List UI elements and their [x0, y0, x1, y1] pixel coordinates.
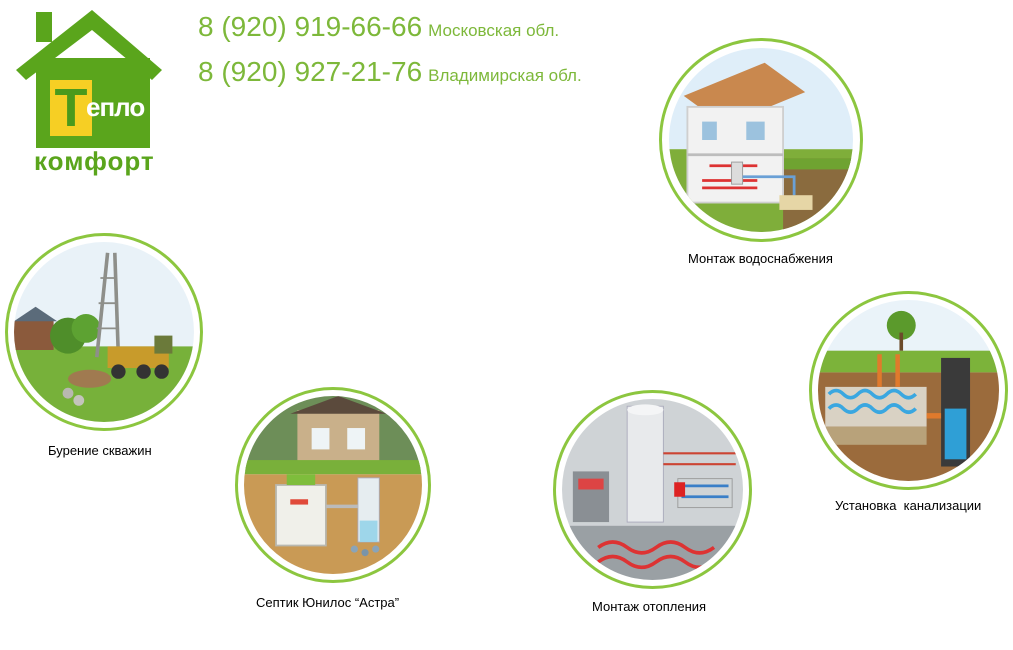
logo-word-top: епло [86, 92, 145, 122]
region-label: Московская обл. [428, 21, 560, 40]
well-drilling-image [14, 242, 194, 422]
heating-installation-image [562, 399, 743, 580]
service-label[interactable]: Монтаж водоснабжения [688, 251, 833, 266]
contact-vladimir: 8 (920) 927-21-76 Владимирская обл. [198, 55, 582, 89]
phone-number[interactable]: 8 (920) 927-21-76 [198, 56, 423, 87]
service-label[interactable]: Установка канализации [835, 498, 982, 513]
contact-moscow: 8 (920) 919-66-66 Московская обл. [198, 10, 559, 44]
water-supply-image [669, 48, 853, 232]
service-label[interactable]: Бурение скважин [48, 443, 152, 458]
region-label: Владимирская обл. [428, 66, 582, 85]
septic-tank-image [244, 396, 422, 574]
site-logo[interactable]: Т епло комфорт [12, 6, 162, 178]
phone-number[interactable]: 8 (920) 919-66-66 [198, 11, 423, 42]
logo-letter: Т [50, 80, 92, 136]
service-label[interactable]: Септик Юнилос “Астра” [256, 595, 400, 610]
service-label[interactable]: Монтаж отопления [592, 599, 707, 614]
logo-word-bottom: комфорт [34, 146, 155, 176]
sewage-installation-image [818, 300, 999, 481]
